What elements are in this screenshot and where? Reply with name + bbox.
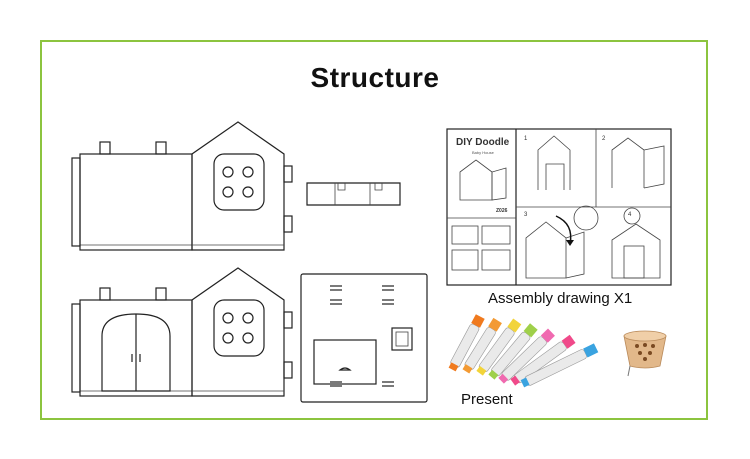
panel-piece-bottom	[71, 267, 293, 397]
markers-image	[448, 314, 599, 388]
manual-model: Z026	[496, 208, 508, 214]
page-title: Structure	[310, 62, 440, 93]
manual-subtitle: Baby House	[472, 150, 495, 155]
panel-piece-top	[71, 121, 293, 251]
connector-strip	[306, 182, 401, 206]
present-caption: Present	[461, 391, 513, 408]
assembly-manual-image: DIY Doodle Baby House Z026 1 2 3 4	[446, 128, 672, 286]
manual-step-2: 2	[602, 136, 606, 142]
assembly-caption: Assembly drawing X1	[488, 290, 633, 307]
sound-module-image	[623, 330, 667, 377]
manual-step-4: 4	[628, 212, 632, 218]
manual-step-1: 1	[524, 136, 528, 142]
roof-floor-piece	[300, 273, 428, 403]
manual-brand: DIY Doodle	[456, 137, 510, 148]
manual-step-3: 3	[524, 212, 528, 218]
content-frame	[40, 40, 708, 420]
